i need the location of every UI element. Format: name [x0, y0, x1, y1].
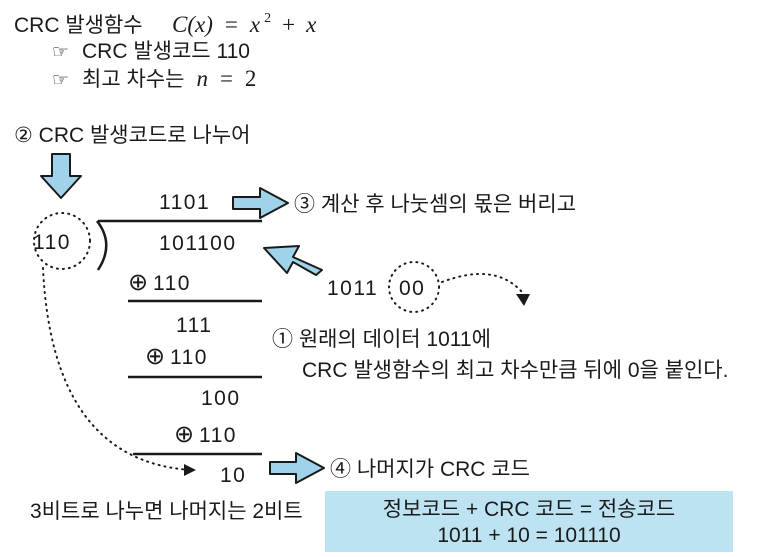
result-line2: 1011 + 10 = 101110: [437, 524, 620, 547]
right-arrow-icon: [269, 452, 325, 484]
subtrahend-2: 110: [170, 346, 208, 369]
zeros-dotted-curve: [441, 273, 523, 293]
dividend: 101100: [159, 232, 237, 255]
quotient: 1101: [159, 191, 210, 214]
divisor-dotted-circle: [33, 212, 91, 270]
division-bracket: [96, 220, 108, 271]
result-line1: 정보코드 + CRC 코드 = 전송코드: [383, 498, 675, 521]
pointing-hand-icon: ☞: [52, 41, 69, 63]
bits-note: 3비트로 나누면 나머지는 2비트: [30, 500, 303, 523]
data-zeros: 00: [399, 277, 425, 300]
remainder: 10: [220, 464, 246, 487]
diagonal-arrow-icon: [263, 245, 323, 276]
divisor: 110: [33, 231, 71, 254]
generator-formula: C(x) = x 2 + x: [172, 9, 317, 37]
partial-1: 111: [176, 314, 212, 337]
data-bits: 1011: [327, 277, 378, 300]
step2-text: ② CRC 발생코드로 나누어: [14, 124, 250, 147]
degree-var: n: [196, 66, 208, 91]
formula-plus: +: [282, 12, 295, 37]
formula-base: x: [249, 12, 261, 37]
xor-symbol: ⊕: [145, 342, 165, 370]
step1-line1: ① 원래의 데이터 1011에: [272, 328, 491, 351]
step3-text: ③ 계산 후 나눗셈의 몫은 버리고: [294, 193, 576, 216]
partial-2: 100: [201, 387, 241, 410]
degree-line: 최고 차수는 n = 2: [82, 66, 256, 91]
formula-term: x: [305, 12, 317, 37]
degree-val: 2: [245, 66, 257, 91]
arrowhead-icon: [184, 464, 196, 476]
xor-symbol: ⊕: [174, 420, 194, 448]
generator-label: CRC 발생함수: [14, 14, 143, 37]
formula-fn: C(x): [172, 12, 213, 37]
code-line: CRC 발생코드 110: [82, 40, 250, 63]
subtrahend-1: 110: [153, 272, 191, 295]
degree-eq: =: [220, 66, 233, 91]
subtrahend-3: 110: [199, 424, 237, 447]
down-arrow-icon: [40, 153, 82, 199]
arrowhead-icon: [516, 294, 530, 306]
zeros-dotted-circle: [388, 261, 440, 313]
result-box: [325, 491, 733, 552]
step4-text: ④ 나머지가 CRC 코드: [330, 458, 530, 481]
formula-exp: 2: [264, 11, 271, 26]
step1-line2: CRC 발생함수의 최고 차수만큼 뒤에 0을 붙인다.: [302, 359, 728, 382]
right-arrow-icon: [232, 187, 289, 219]
degree-label: 최고 차수는: [82, 68, 184, 91]
divisor-dotted-curve: [42, 267, 191, 471]
pointing-hand-icon: ☞: [52, 69, 69, 91]
formula-eq: =: [225, 12, 238, 37]
xor-symbol: ⊕: [128, 268, 148, 296]
